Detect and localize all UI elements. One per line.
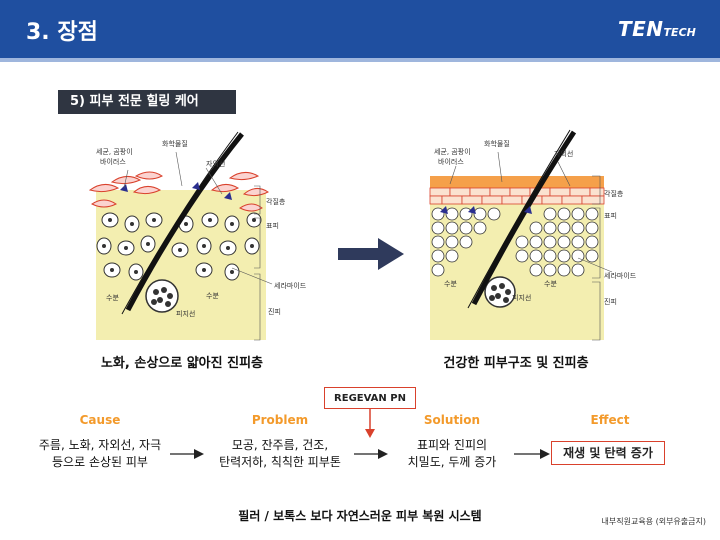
arrow-right-icon xyxy=(354,448,388,460)
footer-note: 내부직원교육용 (외부유출금지) xyxy=(602,516,706,527)
solution-heading: Solution xyxy=(392,413,512,427)
problem-text: 모공, 잔주름, 건조, 탄력저하, 칙칙한 피부톤 xyxy=(200,437,360,471)
solution-line-1: 표피와 진피의 xyxy=(380,437,524,454)
arrow-right-icon xyxy=(170,448,204,460)
cause-line-2: 등으로 손상된 피부 xyxy=(20,454,180,471)
tag-moisture-right: 수분 xyxy=(206,292,219,300)
problem-line-2: 탄력저하, 칙칙한 피부톤 xyxy=(200,454,360,471)
cause-text: 주름, 노화, 자외선, 자극 등으로 손상된 피부 xyxy=(20,437,180,471)
solution-text: 표피와 진피의 치밀도, 두께 증가 xyxy=(380,437,524,471)
tag-ceramide: 세라마이드 xyxy=(274,281,307,290)
solution-line-2: 치밀도, 두께 증가 xyxy=(380,454,524,471)
tag-moisture-left: 수분 xyxy=(444,280,457,288)
arrow-right-icon xyxy=(514,448,550,460)
right-caption: 건강한 피부구조 및 진피층 xyxy=(416,352,616,371)
tag-dermis: 진피 xyxy=(604,297,617,306)
regevan-box: REGEVAN PN xyxy=(324,387,416,409)
section-label: 5) 피부 전문 힐링 케어 xyxy=(58,90,236,114)
damaged-skin-diagram: 세균, 곰팡이 바이러스 화학물질 자외선 각질층 표피 세라마이드 진피 수분… xyxy=(82,128,322,348)
brand-logo: TENTECH xyxy=(618,17,696,41)
sebaceous-gland xyxy=(146,280,178,312)
healthy-skin-diagram: 세균, 곰팡이 바이러스 화학물질 자외선 각질층 표피 세라마이드 진피 수분… xyxy=(420,128,660,348)
header-bar: 3. 장점 TENTECH xyxy=(0,0,720,58)
effect-box: 재생 및 탄력 증가 xyxy=(551,441,665,465)
tag-stratum: 각질층 xyxy=(266,197,286,206)
tag-sebum: 피지선 xyxy=(512,293,531,302)
logo-sub: TECH xyxy=(664,26,696,39)
tag-chemical: 화학물질 xyxy=(162,139,188,148)
tag-uv: 자외선 xyxy=(554,149,573,158)
tag-bacteria-2: 바이러스 xyxy=(438,157,464,166)
tag-epidermis: 표피 xyxy=(266,221,279,230)
left-caption: 노화, 손상으로 얇아진 진피층 xyxy=(82,352,282,371)
tag-stratum: 각질층 xyxy=(604,189,624,198)
tag-moisture-right: 수분 xyxy=(544,280,557,288)
tag-epidermis: 표피 xyxy=(604,211,617,220)
page-title: 3. 장점 xyxy=(26,14,98,46)
tag-chemical: 화학물질 xyxy=(484,139,510,148)
tag-sebum: 피지선 xyxy=(176,309,195,318)
logo-main: TEN xyxy=(618,17,664,41)
tag-bacteria-1: 세균, 곰팡이 xyxy=(434,147,471,156)
tag-moisture-left: 수분 xyxy=(106,294,119,302)
tag-dermis: 진피 xyxy=(268,307,281,316)
tag-bacteria-2: 바이러스 xyxy=(100,157,126,166)
cause-heading: Cause xyxy=(40,413,160,427)
tag-bacteria-1: 세균, 곰팡이 xyxy=(96,147,133,156)
problem-heading: Problem xyxy=(220,413,340,427)
cause-line-1: 주름, 노화, 자외선, 자극 xyxy=(20,437,180,454)
healthy-stratum xyxy=(430,188,604,204)
problem-line-1: 모공, 잔주름, 건조, xyxy=(200,437,360,454)
tag-ceramide: 세라마이드 xyxy=(604,271,637,280)
tag-uv: 자외선 xyxy=(206,159,225,168)
regevan-arrow-icon xyxy=(365,409,375,439)
header-divider xyxy=(0,58,720,62)
transform-arrow-icon xyxy=(338,238,404,270)
effect-heading: Effect xyxy=(550,413,670,427)
